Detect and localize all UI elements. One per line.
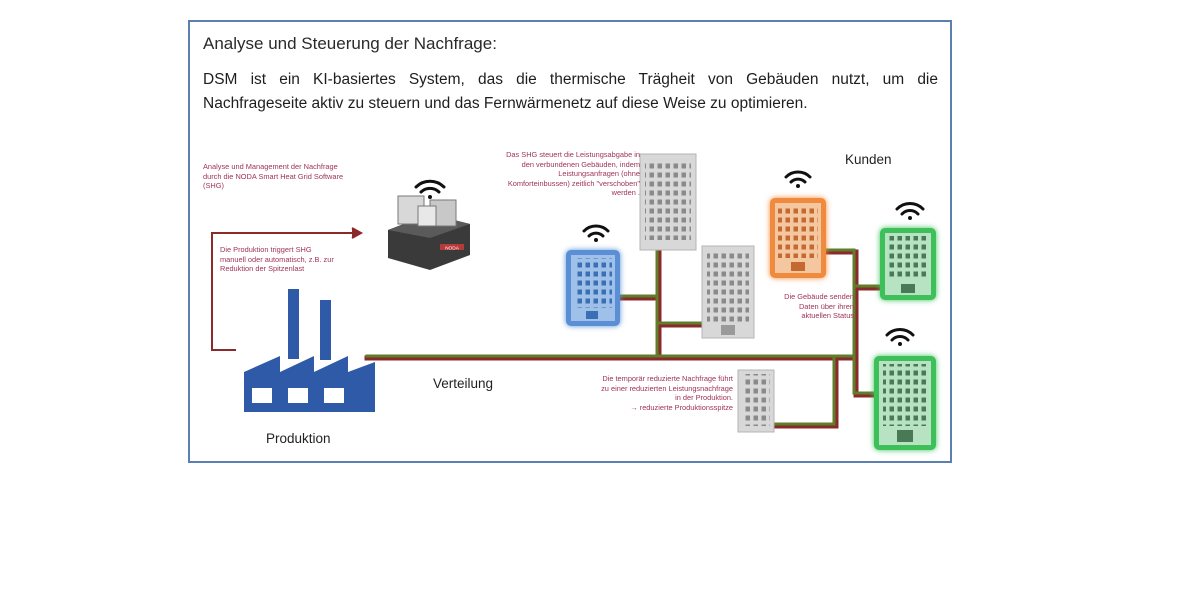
building-icon <box>880 228 936 300</box>
note-line: Die Gebäude senden <box>784 292 854 301</box>
note-line: Daten über ihren <box>798 301 854 311</box>
pipe-network <box>364 248 895 429</box>
factory-icon <box>244 289 375 412</box>
note-line: zu einer reduzierten Leistungsnachfrage <box>601 383 733 393</box>
note-line: (SHG) <box>203 181 224 191</box>
note-shg-software: Analyse und Management der Nachfrage dur… <box>203 162 373 191</box>
building-icon <box>639 153 697 251</box>
note-line: in der Produktion. <box>675 393 733 403</box>
note-line: → reduzierte Produktionsspitze <box>630 402 733 412</box>
trigger-arrow <box>211 227 364 351</box>
building-icon <box>737 369 775 433</box>
customers-label: Kunden <box>845 152 892 167</box>
note-line: Die temporär reduzierte Nachfrage führt <box>602 374 733 383</box>
note-line: Analyse und Management der Nachfrage <box>203 162 338 171</box>
wifi-icon <box>582 224 610 242</box>
wifi-icon <box>885 328 915 346</box>
building-icon <box>874 356 936 450</box>
building-icon <box>701 245 755 339</box>
note-buildings-send: Die Gebäude senden Daten über ihren aktu… <box>752 292 854 321</box>
note-production-trigger: Die Produktion triggert SHG manuell oder… <box>220 245 372 274</box>
note-reduced-demand: Die temporär reduzierte Nachfrage führt … <box>548 374 733 412</box>
note-line: Leistungsanfragen (ohne <box>558 169 640 179</box>
note-line: Reduktion der Spitzenlast <box>220 264 305 274</box>
device-label: NODA <box>445 246 460 252</box>
intro-text: DSM ist ein KI-basiertes System, das die… <box>203 68 938 116</box>
note-line: manuell oder automatisch, z.B. zur <box>220 254 334 264</box>
note-line: aktuellen Status <box>801 311 854 321</box>
note-line: den verbundenen Gebäuden, indem <box>521 159 640 169</box>
note-line: Die Produktion triggert SHG <box>220 245 312 254</box>
intro-line-2: Nachfrageseite aktiv zu steuern und das … <box>203 95 808 112</box>
shg-device-icon: NODA <box>388 195 470 270</box>
wifi-icon <box>895 202 925 220</box>
intro-line-1: DSM ist ein KI-basiertes System, das die… <box>203 71 938 88</box>
building-icon <box>770 198 826 278</box>
wifi-icon <box>414 179 446 199</box>
wifi-icon <box>784 170 812 188</box>
building-icon <box>566 250 620 326</box>
note-line: Komforteinbussen) zeitlich "verschoben" <box>507 178 640 188</box>
note-line: durch die NODA Smart Heat Grid Software <box>203 171 344 181</box>
distribution-label: Verteilung <box>433 376 494 391</box>
wifi-icons <box>414 170 925 346</box>
production-label: Produktion <box>266 431 331 446</box>
note-shg-controls: Das SHG steuert die Leistungsabgabe in d… <box>455 150 640 198</box>
note-line: Das SHG steuert die Leistungsabgabe in <box>506 150 640 159</box>
page-title: Analyse und Steuerung der Nachfrage: <box>203 34 497 53</box>
note-line: werden . <box>611 188 640 198</box>
